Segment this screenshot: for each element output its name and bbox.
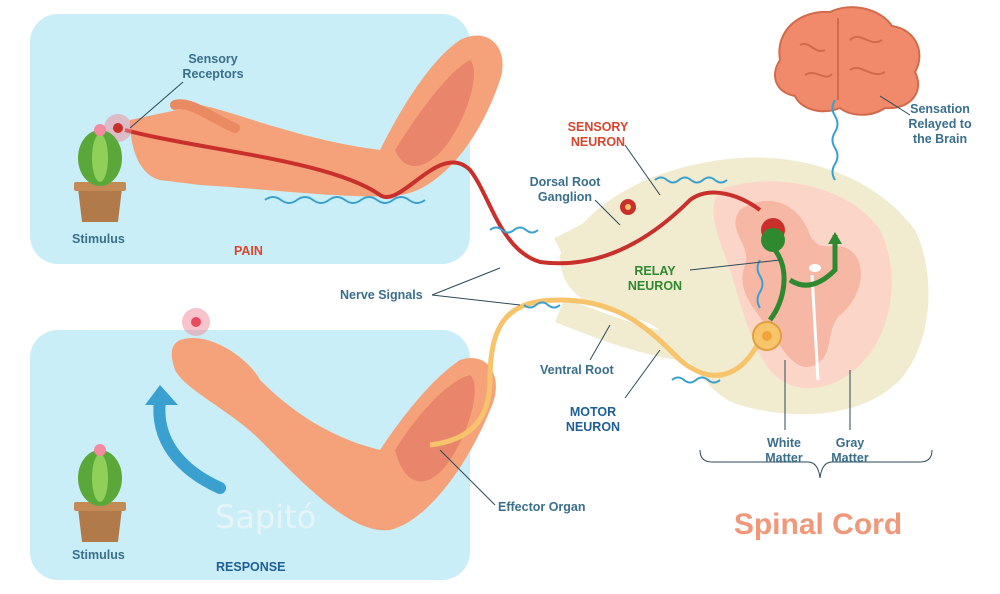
arm-bottom bbox=[171, 297, 782, 531]
label-dorsal-root-ganglion: Dorsal Root Ganglion bbox=[529, 175, 601, 204]
response-arrow-icon bbox=[145, 385, 226, 494]
label-motor-neuron: MOTOR NEURON bbox=[565, 405, 621, 434]
motor-nerve-path bbox=[429, 297, 763, 448]
spinal-cord-cross-section bbox=[554, 157, 929, 415]
watermark: Sapitó bbox=[215, 498, 317, 536]
label-response: RESPONSE bbox=[216, 560, 286, 574]
sensory-nerve-path bbox=[124, 128, 762, 266]
leader-lines bbox=[129, 81, 933, 506]
label-sensory-receptors: Sensory Receptors bbox=[182, 52, 244, 81]
cactus-bottom-icon bbox=[74, 444, 126, 542]
label-spinal-cord: Spinal Cord bbox=[733, 508, 903, 541]
label-pain: PAIN bbox=[234, 244, 263, 258]
label-stimulus-bottom: Stimulus bbox=[72, 548, 125, 562]
label-nerve-signals: Nerve Signals bbox=[340, 288, 423, 302]
label-effector-organ: Effector Organ bbox=[498, 500, 586, 514]
label-sensation-brain: Sensation Relayed to the Brain bbox=[908, 102, 972, 146]
label-sensory-neuron: SENSORY NEURON bbox=[567, 120, 629, 149]
cactus-top-icon bbox=[74, 124, 126, 222]
brain-icon bbox=[774, 6, 921, 116]
label-white-matter: White Matter bbox=[765, 436, 803, 465]
nerve-signal-arrows bbox=[264, 99, 839, 384]
relay-neuron bbox=[761, 228, 842, 322]
label-ventral-root: Ventral Root bbox=[540, 363, 614, 377]
label-stimulus-top: Stimulus bbox=[72, 232, 125, 246]
label-relay-neuron: RELAY NEURON bbox=[627, 264, 683, 293]
label-gray-matter: Gray Matter bbox=[831, 436, 869, 465]
